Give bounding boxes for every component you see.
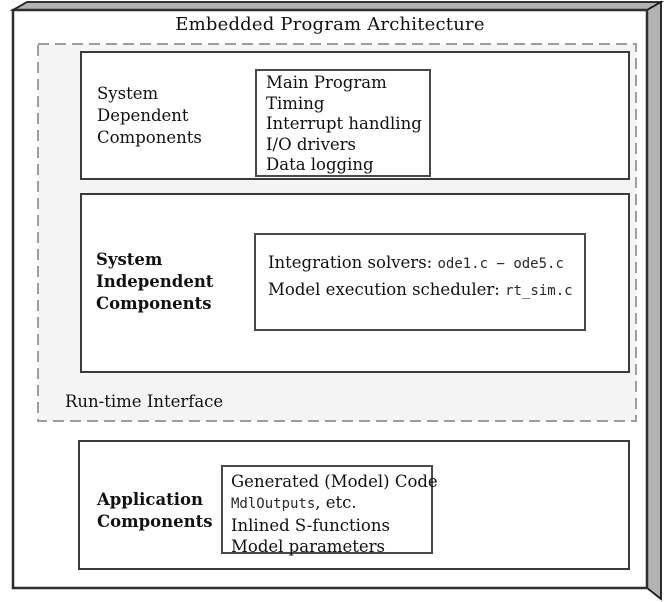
system-independent-label: System Independent Components bbox=[96, 249, 213, 315]
label-line: Components bbox=[97, 512, 213, 531]
diagram-title: Embedded Program Architecture bbox=[175, 14, 485, 35]
list-item: Interrupt handling bbox=[266, 114, 422, 133]
list-item: Integration solvers: ode1.c − ode5.c bbox=[268, 250, 584, 277]
label-line: Dependent bbox=[97, 106, 189, 125]
frame-right-face bbox=[646, 0, 662, 601]
label-line: Components bbox=[97, 128, 202, 147]
list-item: Generated (Model) Code bbox=[231, 472, 438, 491]
application-components-box: Application Components Generated (Model)… bbox=[78, 440, 630, 570]
application-item-list: Generated (Model) Code MdlOutputs, etc. … bbox=[223, 467, 438, 557]
item-text: , etc. bbox=[315, 493, 357, 512]
system-dependent-item-list: Main Program Timing Interrupt handling I… bbox=[257, 71, 429, 176]
label-line: Independent bbox=[96, 272, 214, 291]
list-item: Main Program bbox=[266, 73, 387, 92]
application-components-label: Application Components bbox=[97, 489, 213, 533]
list-item: Model parameters bbox=[231, 537, 385, 556]
system-independent-items-box: Integration solvers: ode1.c − ode5.c Mod… bbox=[254, 233, 586, 331]
label-line: Application bbox=[97, 490, 204, 509]
label-line: System bbox=[96, 250, 163, 269]
system-independent-box: System Independent Components Integratio… bbox=[80, 193, 630, 373]
item-text: Model execution scheduler: bbox=[268, 280, 506, 299]
label-line: Components bbox=[96, 294, 212, 313]
list-item: Model execution scheduler: rt_sim.c bbox=[268, 277, 584, 304]
system-independent-item-list: Integration solvers: ode1.c − ode5.c Mod… bbox=[256, 235, 584, 304]
list-item: Data logging bbox=[266, 155, 374, 174]
list-item: Inlined S-functions bbox=[231, 516, 390, 535]
item-text: Integration solvers: bbox=[268, 253, 438, 272]
system-dependent-items-box: Main Program Timing Interrupt handling I… bbox=[255, 69, 431, 177]
system-dependent-box: System Dependent Components Main Program… bbox=[80, 51, 630, 180]
label-line: System bbox=[97, 84, 159, 103]
item-code: MdlOutputs bbox=[231, 496, 316, 512]
item-code: ode1.c − ode5.c bbox=[437, 256, 564, 272]
runtime-interface-label: Run-time Interface bbox=[65, 392, 224, 411]
list-item: MdlOutputs, etc. bbox=[231, 492, 431, 515]
application-items-box: Generated (Model) Code MdlOutputs, etc. … bbox=[221, 465, 438, 557]
list-item: I/O drivers bbox=[266, 134, 357, 154]
list-item: Timing bbox=[266, 93, 325, 113]
item-code: rt_sim.c bbox=[505, 283, 573, 299]
system-dependent-label: System Dependent Components bbox=[97, 83, 202, 149]
